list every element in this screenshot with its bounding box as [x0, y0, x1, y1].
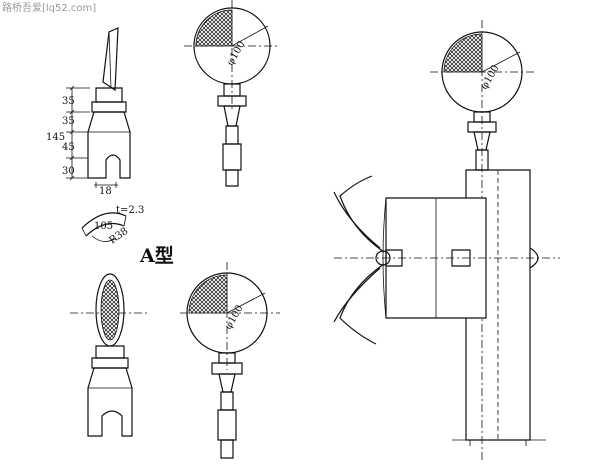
watermark-text: 路桥吾爱[lq52.com]: [2, 1, 96, 14]
dim-45: 45: [62, 142, 75, 153]
dim-35-mid: 35: [62, 116, 75, 127]
dim-thickness: t=2.3: [116, 205, 144, 216]
dim-30: 30: [62, 166, 75, 177]
pile-assembly: [333, 169, 560, 446]
gauge-right-diameter: φ100: [479, 63, 502, 91]
dim-105: 105: [94, 221, 113, 232]
probe-front-view: [70, 273, 150, 437]
probe-side-view: 35 35 145 45 30 18: [46, 27, 131, 197]
gauge-right: φ100: [430, 20, 534, 460]
gauge-top-center: φ100: [184, 0, 278, 187]
dim-145: 145: [46, 132, 65, 143]
type-a-label: A型: [139, 244, 174, 267]
plate-detail: t=2.3 105 R38: [81, 205, 144, 246]
dim-35-top: 35: [62, 96, 75, 107]
gauge-bottom-center: φ100: [180, 262, 280, 459]
dim-18: 18: [99, 186, 112, 197]
